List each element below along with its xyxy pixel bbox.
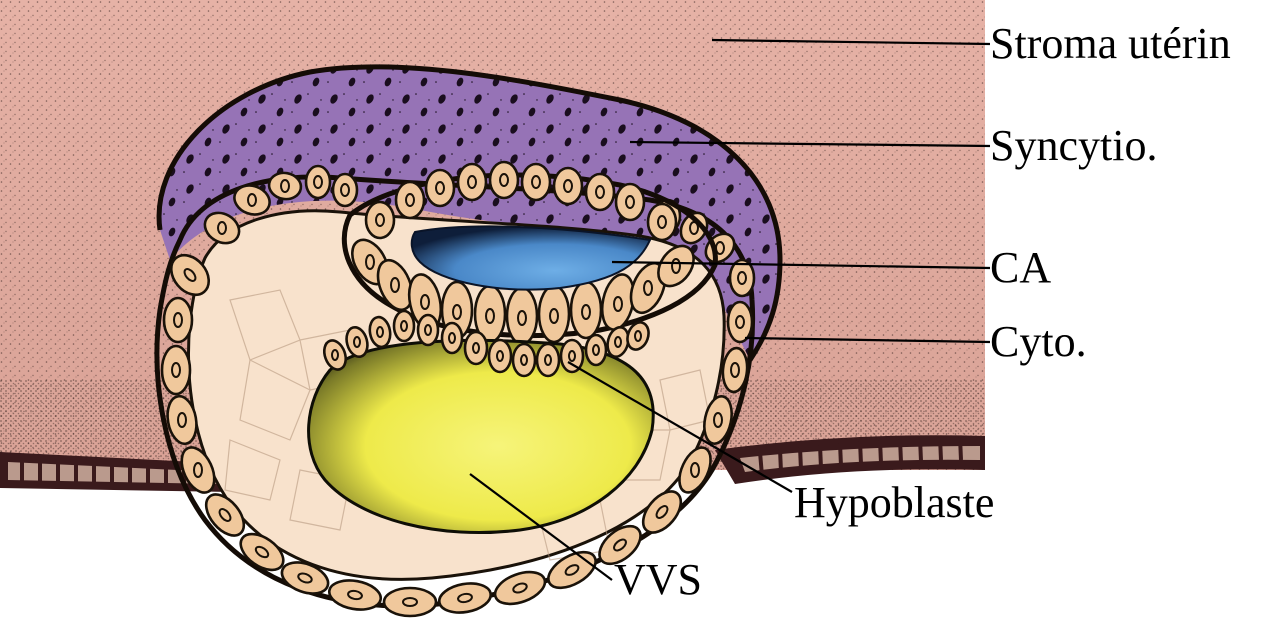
label-hypoblaste: Hypoblaste: [794, 478, 994, 527]
label-vvs: VVS: [614, 555, 702, 604]
label-stroma: Stroma utérin: [990, 19, 1231, 68]
label-cyto: Cyto.: [990, 317, 1087, 366]
label-ca: CA: [990, 243, 1051, 292]
label-syncytio: Syncytio.: [990, 121, 1157, 170]
